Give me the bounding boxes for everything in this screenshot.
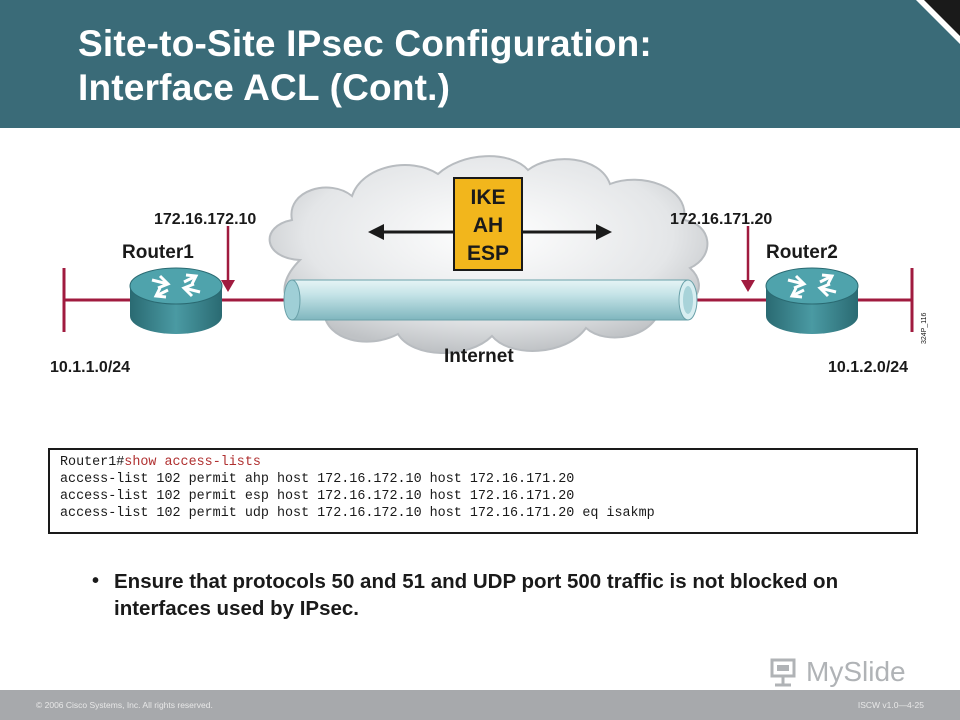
internet-label: Internet — [444, 346, 514, 367]
logo-wordmark: MySlide — [806, 656, 906, 687]
router1-icon — [129, 267, 223, 334]
slide-title-line-1: Site-to-Site IPsec Configuration: — [78, 23, 652, 64]
ipsec-tunnel — [283, 279, 698, 321]
router2-network-label: 10.1.2.0/24 — [828, 359, 908, 376]
router2-label: Router2 — [766, 242, 838, 263]
copyright-text: © 2006 Cisco Systems, Inc. All rights re… — [36, 700, 213, 710]
slide-title-line-2: Interface ACL (Cont.) — [78, 67, 451, 108]
acl-entry-ahp: access-list 102 permit ahp host 172.16.1… — [60, 472, 575, 487]
bullet-text: Ensure that protocols 50 and 51 and UDP … — [114, 570, 839, 620]
router2-icon — [765, 267, 859, 334]
protocol-box: IKE AH ESP — [453, 177, 523, 271]
cli-prompt: Router1# — [60, 455, 125, 470]
logo-icon — [770, 658, 796, 687]
router1-ip-label: 172.16.172.10 — [154, 211, 256, 228]
cli-command-line: Router1#show access-lists — [60, 454, 916, 471]
bullet-marker: • — [92, 570, 100, 592]
myslide-logo: MySlide — [766, 656, 926, 690]
acl-entry-udp: access-list 102 permit udp host 172.16.1… — [60, 506, 655, 521]
page-curl-shadow — [924, 0, 960, 36]
protocol-label-esp: ESP — [467, 242, 509, 265]
figure-id-label: 324P_116 — [921, 312, 928, 344]
acl-entry-esp: access-list 102 permit esp host 172.16.1… — [60, 489, 575, 504]
router2-ip-label: 172.16.171.20 — [670, 211, 772, 228]
router2-ip-pointer-arrow — [741, 226, 755, 292]
title-banner: Site-to-Site IPsec Configuration: Interf… — [0, 0, 960, 128]
cli-output-box: Router1#show access-lists access-list 10… — [48, 448, 918, 534]
router1-network-label: 10.1.1.0/24 — [50, 359, 130, 376]
router1-lan-segment — [62, 268, 132, 332]
footer-bar: © 2006 Cisco Systems, Inc. All rights re… — [0, 690, 960, 720]
network-diagram: IKE AH ESP 172.16.172.10 Router1 10.1.1.… — [50, 155, 928, 376]
router1-label: Router1 — [122, 242, 194, 263]
router1-ip-pointer-arrow — [221, 226, 235, 292]
protocol-label-ah: AH — [473, 214, 503, 237]
course-page-id: ISCW v1.0—4-25 — [857, 700, 924, 710]
protocol-label-ike: IKE — [470, 186, 505, 209]
router2-lan-segment — [852, 268, 914, 332]
cli-command: show access-lists — [124, 455, 261, 470]
